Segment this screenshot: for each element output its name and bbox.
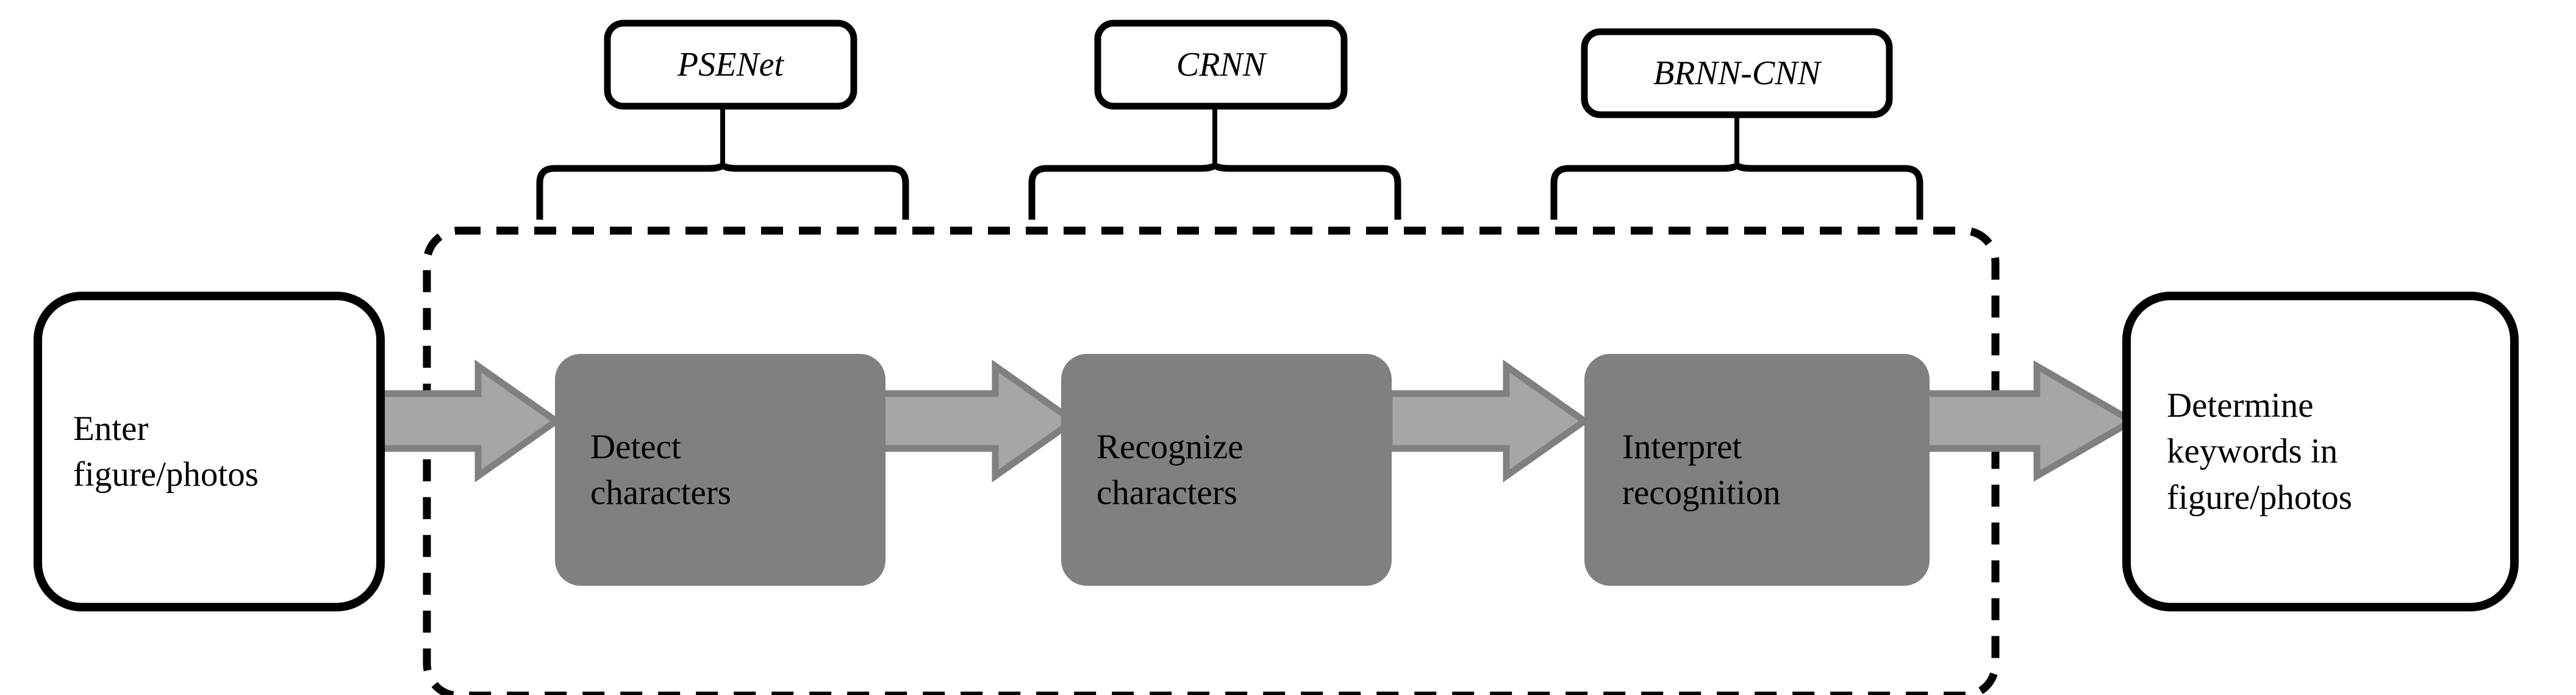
flow-arrows bbox=[357, 359, 2139, 483]
module-box-brnn-cnn[interactable] bbox=[1581, 28, 1893, 118]
braces bbox=[536, 162, 1923, 220]
brace-stems bbox=[720, 107, 1739, 166]
arrow-detect-to-recognize bbox=[875, 359, 1079, 483]
brace-crnn bbox=[1028, 162, 1401, 220]
terminal-boxes bbox=[34, 292, 2519, 611]
process-boxes bbox=[555, 354, 1930, 586]
arrow-interpret-to-output bbox=[1916, 360, 2139, 482]
terminal-box-input[interactable] bbox=[34, 292, 385, 611]
process-box-interpret-recognition[interactable] bbox=[1584, 354, 1930, 586]
arrow-input-to-detect bbox=[357, 359, 562, 483]
process-box-recognize-characters[interactable] bbox=[1061, 354, 1392, 586]
ocr-pipeline-dashed-container bbox=[423, 226, 2000, 695]
terminal-box-output[interactable] bbox=[2122, 292, 2519, 611]
module-box-crnn[interactable] bbox=[1094, 20, 1348, 110]
module-label-boxes bbox=[604, 20, 1893, 118]
brace-brnn-cnn bbox=[1550, 162, 1923, 220]
arrow-recognize-to-interpret bbox=[1386, 359, 1590, 483]
module-box-psenet[interactable] bbox=[604, 20, 857, 110]
process-box-detect-characters[interactable] bbox=[555, 354, 886, 586]
brace-psenet bbox=[536, 162, 909, 220]
